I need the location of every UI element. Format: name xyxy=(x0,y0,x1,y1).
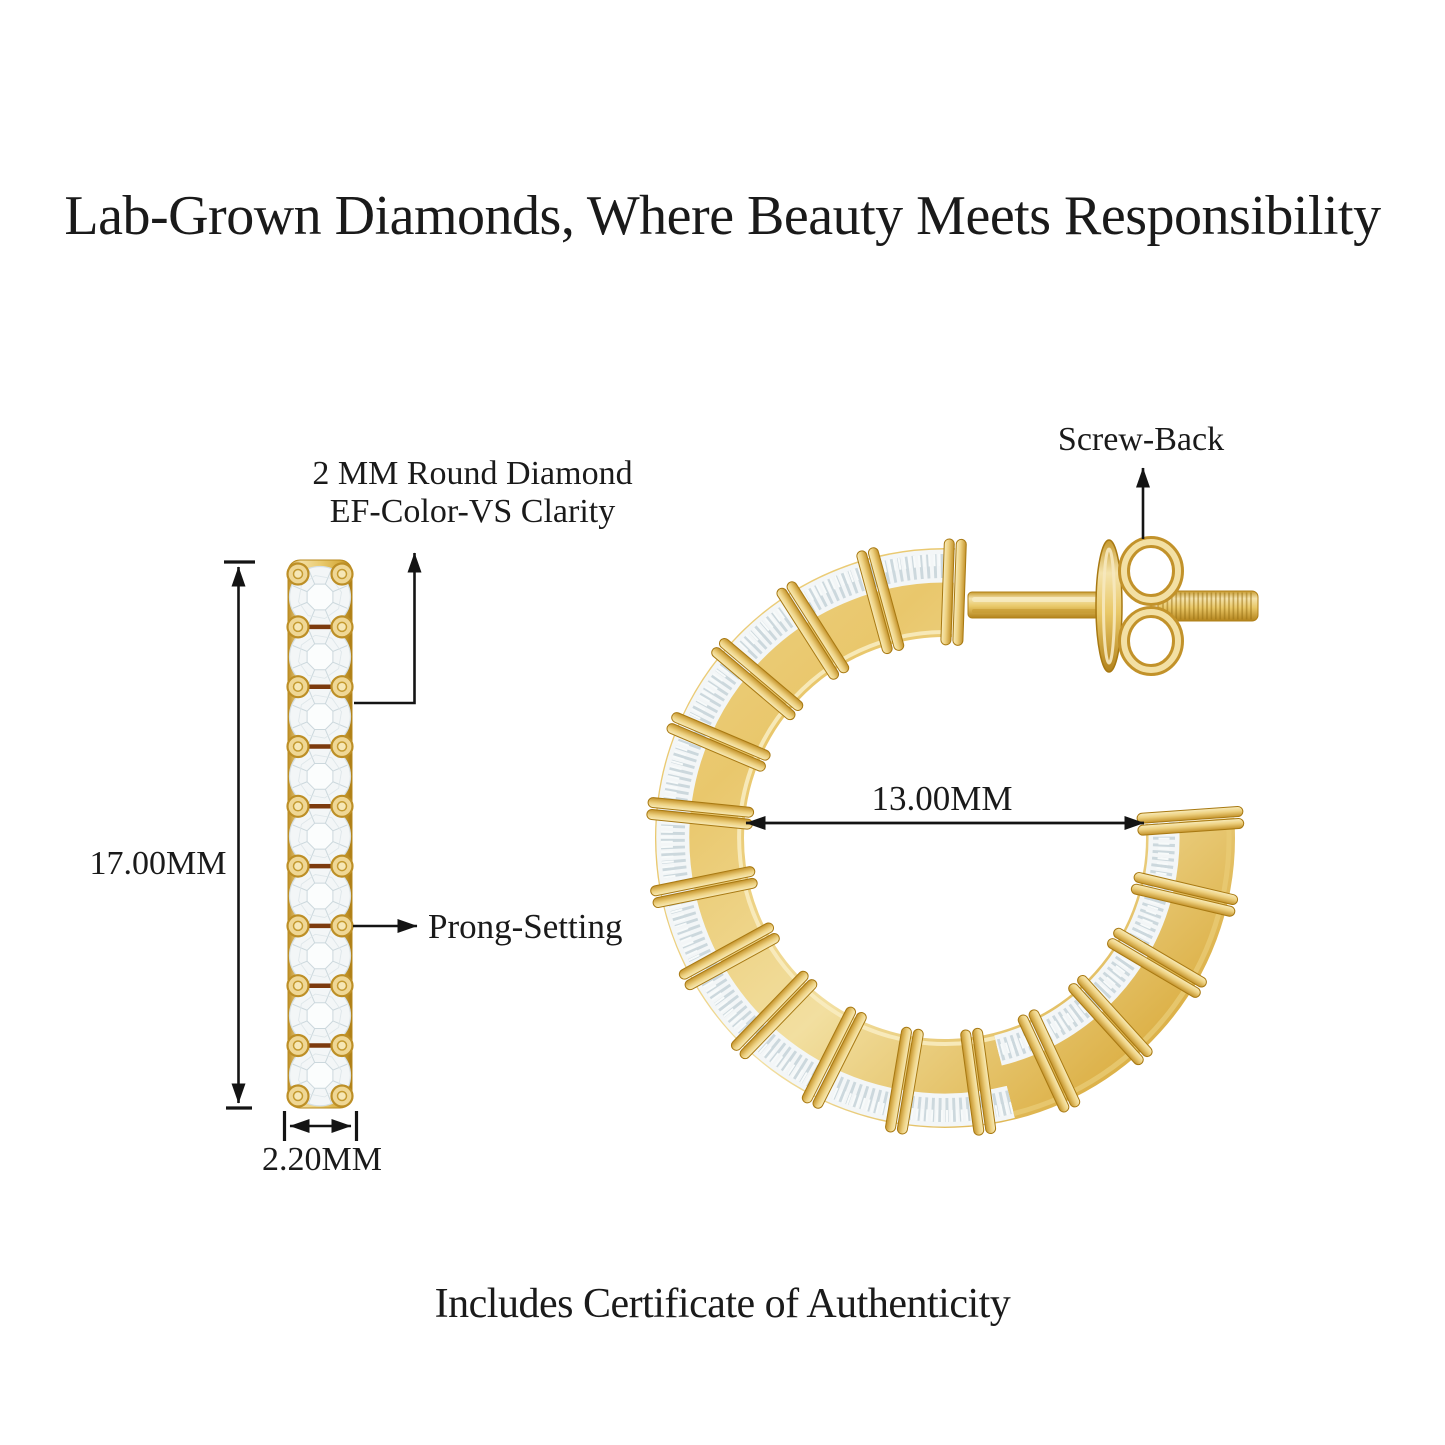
diamond-annotation-line1: 2 MM Round Diamond xyxy=(312,455,633,492)
label-width-2-2mm: 2.20MM xyxy=(262,1141,382,1178)
label-height-17mm: 17.00MM xyxy=(89,845,227,882)
leader-diamond-annotation xyxy=(354,552,422,705)
footer-note: Includes Certificate of Authenticity xyxy=(434,1281,1011,1327)
dimension-width-2-2mm xyxy=(282,1111,359,1141)
diamond-annotation-line2: EF-Color-VS Clarity xyxy=(329,493,616,530)
label-prong-setting: Prong-Setting xyxy=(428,907,623,946)
label-inner-diameter-13mm: 13.00MM xyxy=(871,779,1013,818)
page-title: Lab-Grown Diamonds, Where Beauty Meets R… xyxy=(64,185,1381,247)
dimension-height-17mm xyxy=(224,560,255,1110)
earring-front-view-illustration xyxy=(646,536,1259,1136)
earring-side-view-illustration xyxy=(286,559,354,1109)
label-screw-back: Screw-Back xyxy=(1057,421,1225,458)
diamond-annotation: 2 MM Round Diamond EF-Color-VS Clarity xyxy=(300,455,645,531)
